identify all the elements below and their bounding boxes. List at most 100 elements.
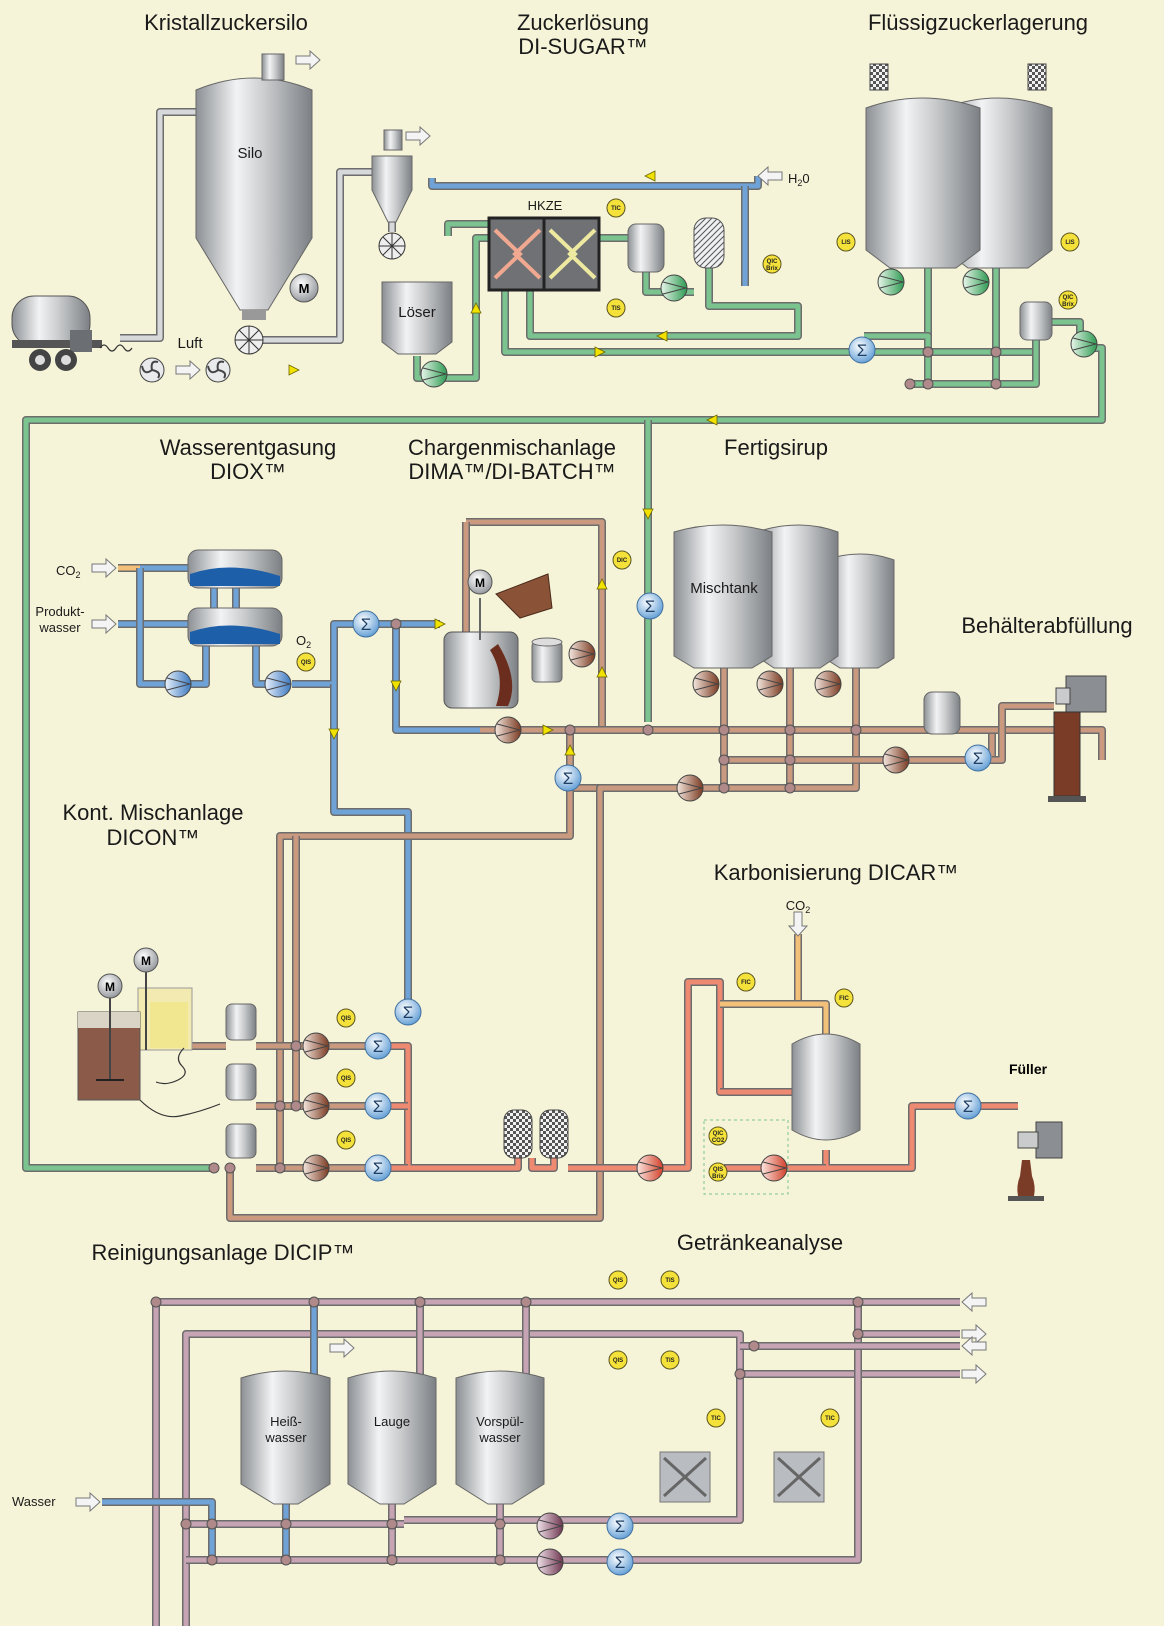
svg-text:FIC: FIC [741,980,751,986]
pipe-junction [852,1328,864,1340]
flow-arrow-icon [656,330,668,342]
co2-label: CO2 [786,898,811,915]
pipe-junction [386,1554,398,1566]
pump-icon [962,268,990,296]
pump-icon [676,774,704,802]
svg-text:TIS: TIS [665,1278,674,1284]
instrument-badge: LIS [1060,232,1080,252]
heisswasser-label-1: Heiß- [270,1414,302,1429]
motor-label: M [475,576,485,590]
pipe-junction [414,1296,426,1308]
pipe-junction [208,1162,220,1174]
mischtank-2 [755,524,839,669]
pipe-junction [718,782,730,794]
svg-text:Σ: Σ [361,615,372,634]
loeser-label: Löser [398,304,436,321]
hkze-heat-exchanger: HKZE [487,198,601,292]
instrument-badge: QIS [608,1270,628,1290]
title-wasserentgasung: Wasserentgasung [160,435,337,460]
lauge-tank: Lauge [347,1370,437,1505]
dicon-filters [503,1109,569,1159]
flow-arrow-icon [594,346,606,358]
hopper [371,129,413,223]
pipe-air [262,168,372,344]
svg-text:Σ: Σ [963,1097,974,1116]
instrument-badge: TIS [606,298,626,318]
pump-icon [756,670,784,698]
pump-icon [302,1154,330,1182]
motor-label: M [141,954,151,968]
inlet-outlet-arrows [75,49,987,1513]
pipe [910,340,1040,388]
pipe-co2 [720,934,802,1008]
pipe-junction [904,378,916,390]
dicon-dosing-tanks [225,1003,257,1159]
svg-text:Σ: Σ [563,769,574,788]
pipe-junction [990,378,1002,390]
svg-text:QIS: QIS [301,660,311,666]
pump-icon [760,1154,788,1182]
flow-arrow-icon [328,728,340,740]
pipe-junction [784,782,796,794]
arrow-icon [175,359,201,381]
liquid-sugar-tank-1 [865,97,981,269]
flow-arrow-icon [288,364,300,376]
dicon-motor: M [97,973,123,999]
pipe-junction [494,1554,506,1566]
pipe [190,646,210,688]
bottle-filler: Füller [1008,1061,1063,1201]
pipe-junction [390,618,402,630]
flow-arrow-icon [644,170,656,182]
instrument-badge: QIS [336,1008,356,1028]
svg-text:LIS: LIS [841,240,850,246]
pipe-junction [718,754,730,766]
pipe-junctions [150,346,1002,1566]
rotary-valve-icon [234,325,264,355]
pipe-syrup [466,518,606,730]
flow-meter-icon: Σ [636,592,664,620]
title-kont-mischanlage: Kont. Mischanlage [63,800,244,825]
vorspuelwasser-label-2: wasser [478,1430,521,1445]
svg-text:Σ: Σ [615,1517,626,1536]
pump-icon [420,360,448,388]
pipe-junction [784,754,796,766]
svg-text:Brix: Brix [1062,302,1074,308]
pipe-junction [280,1554,292,1566]
section-titles: Kristallzuckersilo Zuckerlösung DI-SUGAR… [63,10,1133,1265]
instrument-badge: DIC [612,550,632,570]
flow-arrow-icon [596,578,608,590]
vorspuelwasser-label-1: Vorspül- [476,1414,524,1429]
svg-text:Σ: Σ [857,341,868,360]
pipe-junction [274,1100,286,1112]
arrow-icon [75,1491,101,1513]
pipe-junction [642,724,654,736]
svg-text:Brix: Brix [712,1174,724,1180]
svg-text:Σ: Σ [373,1037,384,1056]
svg-text:QIC: QIC [767,259,778,265]
svg-text:QIS: QIS [613,1278,623,1284]
pipe-junction [718,724,730,736]
vent-filter [1027,63,1047,91]
svg-text:QIS: QIS [341,1016,351,1022]
silo-tank: Silo [195,53,313,320]
silo-motor: M [289,273,319,303]
pipe [526,268,802,340]
arrow-icon [91,557,117,579]
svg-text:Σ: Σ [615,1553,626,1572]
pump-icon [1070,330,1098,358]
instrument-badge: QIS [296,652,316,672]
flow-arrow-icon [706,414,718,426]
svg-text:Σ: Σ [373,1159,384,1178]
instrument-badge: TIC [606,198,626,218]
tanker-truck [11,295,133,371]
title-fluessigzuckerlagerung: Flüssigzuckerlagerung [868,10,1088,35]
arrow-icon [757,165,783,187]
instrument-badge: FIC [736,972,756,992]
svg-text:TIC: TIC [711,1416,721,1422]
hkze-label: HKZE [528,198,563,213]
arrow-icon [405,125,431,147]
pump-icon [882,746,910,774]
flow-arrow-icon [434,618,446,630]
